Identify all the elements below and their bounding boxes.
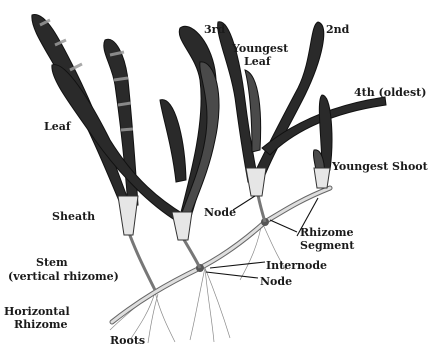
label-node-lower: Node: [260, 275, 292, 288]
label-stem: Stem: [36, 256, 68, 269]
label-rhizome-segment-2: Segment: [300, 239, 355, 252]
label-youngest-leaf: Youngest: [231, 42, 289, 55]
middle-shoot-leaves: [160, 26, 219, 222]
label-sheath: Sheath: [52, 210, 95, 223]
vertical-stems: [128, 195, 265, 290]
label-internode: Internode: [266, 259, 327, 272]
left-shoot-leaves: [32, 14, 185, 222]
label-node-upper: Node: [204, 206, 236, 219]
label-4th-oldest: 4th (oldest): [354, 86, 426, 99]
label-roots: Roots: [110, 334, 145, 345]
label-youngest-leaf-2: Leaf: [244, 55, 272, 68]
label-horizontal-rhizome: Rhizome: [14, 318, 68, 331]
label-rhizome-segment: Rhizome: [300, 226, 354, 239]
label-3rd: 3rd: [204, 23, 225, 36]
label-stem-vertical-rhizome: (vertical rhizome): [8, 270, 119, 283]
youngest-shoot: [313, 95, 331, 180]
label-youngest-shoot: Youngest Shoot: [331, 160, 429, 173]
label-horizontal: Horizontal: [4, 305, 70, 318]
label-2nd: 2nd: [326, 23, 350, 36]
label-leaf: Leaf: [44, 120, 72, 133]
